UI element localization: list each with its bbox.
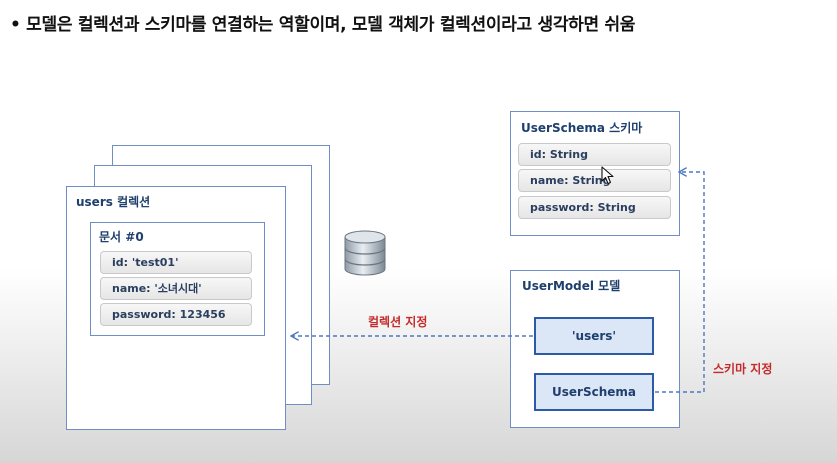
mouse-cursor-icon <box>601 166 614 185</box>
database-icon <box>344 230 386 276</box>
schema-link-label: 스키마 지정 <box>713 362 773 376</box>
collection-link-label: 컬렉션 지정 <box>368 315 428 329</box>
schema-field-id: id: String <box>518 143 671 166</box>
document-field-password: password: 123456 <box>100 303 252 326</box>
schema-label: UserSchema 스키마 <box>521 121 643 135</box>
model-collection-name: 'users' <box>534 317 654 355</box>
schema-link-arrow <box>655 172 705 393</box>
slide-title: • 모델은 컬렉션과 스키마를 연결하는 역할이며, 모델 객체가 컬렉션이라고… <box>10 15 636 35</box>
document-field-id: id: 'test01' <box>100 251 252 274</box>
schema-field-password: password: String <box>518 196 671 219</box>
model-label: UserModel 모델 <box>522 279 621 293</box>
document-field-name: name: '소녀시대' <box>100 277 252 300</box>
schema-field-name: name: String <box>518 169 671 192</box>
document-label: 문서 #0 <box>99 230 144 244</box>
model-schema-ref: UserSchema <box>534 373 654 411</box>
collection-label: users 컬렉션 <box>76 195 151 209</box>
